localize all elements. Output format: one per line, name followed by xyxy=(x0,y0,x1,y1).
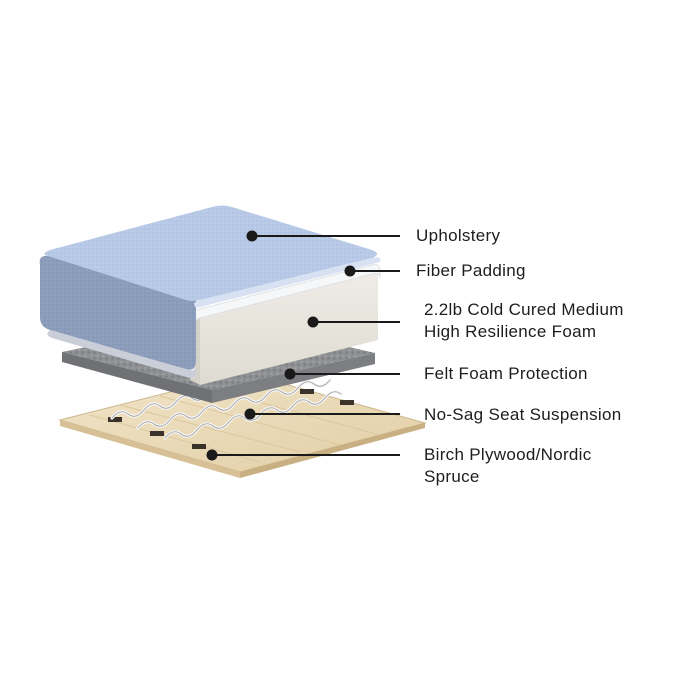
leader-lines xyxy=(206,230,400,461)
leader-dot-felt xyxy=(284,368,296,380)
leader-dot-fiber-padding xyxy=(344,265,356,277)
label-felt: Felt Foam Protection xyxy=(424,363,588,385)
label-fiber-padding: Fiber Padding xyxy=(416,260,526,282)
label-plywood: Birch Plywood/Nordic Spruce xyxy=(424,444,592,488)
label-felt-line-1: Felt Foam Protection xyxy=(424,364,588,383)
upholstery-cover xyxy=(39,205,381,378)
label-upholstery: Upholstery xyxy=(416,225,500,247)
label-plywood-line-1: Birch Plywood/Nordic xyxy=(424,445,592,464)
label-foam-line-2: High Resilience Foam xyxy=(424,322,597,341)
label-foam: 2.2lb Cold Cured Medium High Resilience … xyxy=(424,299,624,343)
leader-dot-upholstery xyxy=(246,230,258,242)
label-fiber-padding-line-1: Fiber Padding xyxy=(416,261,526,280)
leader-dot-suspension xyxy=(244,408,256,420)
label-foam-line-1: 2.2lb Cold Cured Medium xyxy=(424,300,624,319)
label-suspension-line-1: No-Sag Seat Suspension xyxy=(424,405,622,424)
plywood-base xyxy=(58,372,427,478)
label-upholstery-line-1: Upholstery xyxy=(416,226,501,245)
leader-dot-plywood xyxy=(206,449,218,461)
label-plywood-line-2: Spruce xyxy=(424,467,480,486)
leader-dot-foam xyxy=(307,316,319,328)
label-suspension: No-Sag Seat Suspension xyxy=(424,404,622,426)
